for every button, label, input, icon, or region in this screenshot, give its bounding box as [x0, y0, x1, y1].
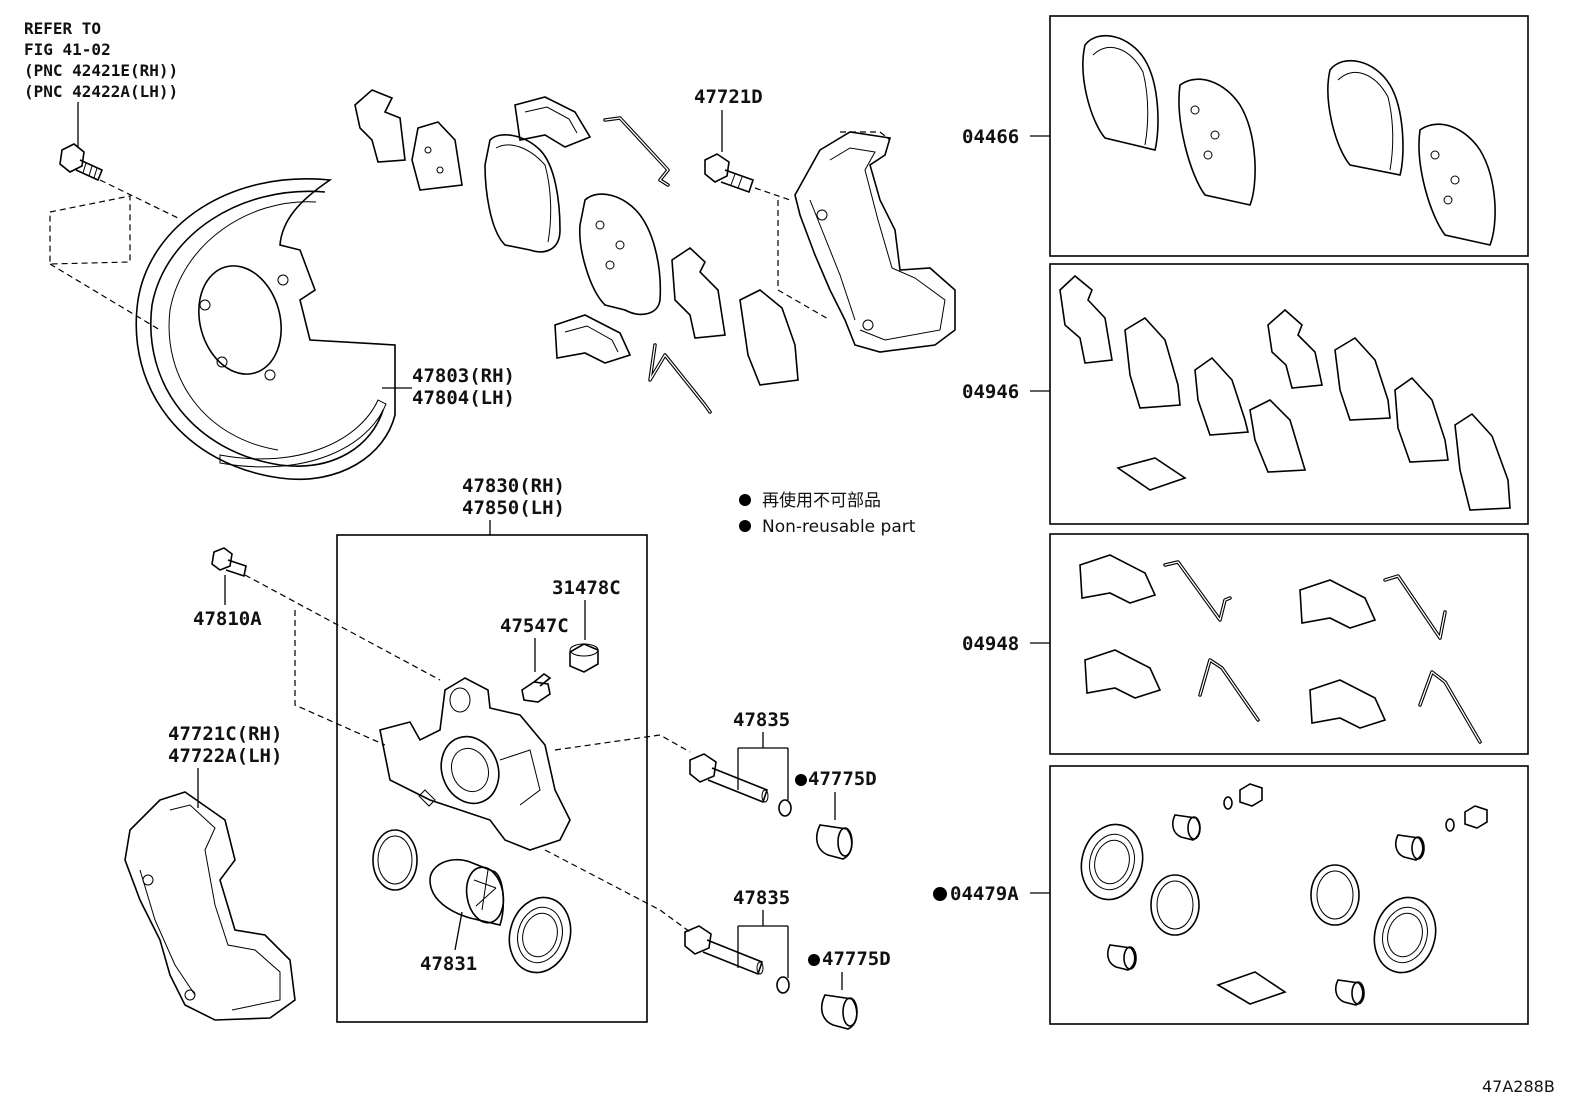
label-47831: 47831 — [420, 953, 477, 975]
label-04466: 04466 — [962, 126, 1019, 148]
label-47835-lower: 47835 — [733, 887, 790, 909]
legend-dot-jp — [739, 494, 751, 506]
legend-en: Non-reusable part — [762, 517, 916, 537]
bushing-ring-upper — [778, 799, 792, 817]
label-47830-rh: 47830(RH) — [462, 475, 565, 497]
slide-bushing-lower — [820, 994, 858, 1030]
legend-dot-en — [739, 520, 751, 532]
label-47850-lh: 47850(LH) — [462, 497, 565, 519]
cylinder-body-drawing — [379, 677, 571, 851]
brake-pad-drawing-1 — [484, 134, 561, 253]
bleeder-cap-drawing — [569, 643, 599, 673]
legend: 再使用不可部品 Non-reusable part — [739, 490, 916, 537]
bolt-projection-lines — [49, 195, 131, 265]
kit-box-04946 — [1049, 263, 1529, 525]
pad-clip-drawing-bottom — [554, 314, 632, 364]
kit-box-04479a — [1049, 765, 1529, 1025]
kit-04479a-seals — [1080, 783, 1488, 1006]
label-04946: 04946 — [962, 381, 1019, 403]
shim-drawing-2 — [671, 246, 799, 386]
refer-note-line-1: REFER TO — [24, 19, 101, 38]
caliper-support-drawing — [794, 131, 956, 353]
non-reusable-dot-47775d-lower — [808, 954, 820, 966]
cylinder-boot-drawing — [508, 896, 572, 974]
piston-drawing — [429, 858, 505, 926]
legend-jp: 再使用不可部品 — [762, 490, 881, 511]
kit-box-04948 — [1049, 533, 1529, 755]
lower-caliper-support-drawing — [124, 791, 296, 1021]
refer-note-line-4: (PNC 42422A(LH)) — [24, 82, 178, 101]
slide-pin-drawing-upper — [689, 753, 769, 804]
label-47835-upper: 47835 — [733, 709, 790, 731]
refer-note-line-3: (PNC 42421E(RH)) — [24, 61, 178, 80]
label-47803-rh: 47803(RH) — [412, 365, 515, 387]
label-47722a-lh: 47722A(LH) — [168, 745, 282, 767]
label-04479a: 04479A — [950, 883, 1019, 905]
brake-pad-drawing-2 — [579, 193, 662, 316]
kit-box-04466 — [1049, 15, 1529, 257]
anti-rattle-spring-top — [603, 116, 670, 187]
non-reusable-dot-47775d-upper — [795, 774, 807, 786]
label-47721c-rh: 47721C(RH) — [168, 723, 282, 745]
label-47804-lh: 47804(LH) — [412, 387, 515, 409]
label-47810a: 47810A — [193, 608, 262, 630]
label-04948: 04948 — [962, 633, 1019, 655]
label-31478c: 31478C — [552, 577, 621, 599]
label-47721d: 47721D — [694, 86, 763, 108]
kit-04946-shims — [1059, 274, 1511, 511]
kit-04948-clips-springs — [1079, 554, 1482, 744]
caliper-assembly-box — [336, 534, 648, 1023]
slide-bushing-upper — [815, 824, 853, 860]
refer-note: REFER TO FIG 41-02 (PNC 42421E(RH)) (PNC… — [24, 19, 178, 148]
bushing-ring-lower — [776, 976, 790, 994]
caliper-bolt-drawing — [211, 547, 247, 578]
bleeder-plug-drawing — [521, 673, 552, 703]
kit-04466-pads — [1082, 34, 1496, 246]
label-47547c: 47547C — [500, 615, 569, 637]
anti-rattle-spring-bottom — [648, 343, 712, 414]
label-47775d-lower: 47775D — [822, 948, 891, 970]
figure-code: 47A288B — [1482, 1077, 1555, 1096]
dust-cover-drawing — [135, 178, 396, 480]
slide-pin-drawing-lower — [684, 925, 764, 976]
non-reusable-dot-04479a — [933, 887, 947, 901]
piston-seal-drawing — [372, 829, 418, 891]
shim-drawing-1 — [354, 89, 463, 191]
hub-bolt-drawing — [59, 143, 104, 182]
label-47775d-upper: 47775D — [808, 768, 877, 790]
mounting-bolt-drawing — [704, 153, 755, 194]
refer-note-line-2: FIG 41-02 — [24, 40, 111, 59]
